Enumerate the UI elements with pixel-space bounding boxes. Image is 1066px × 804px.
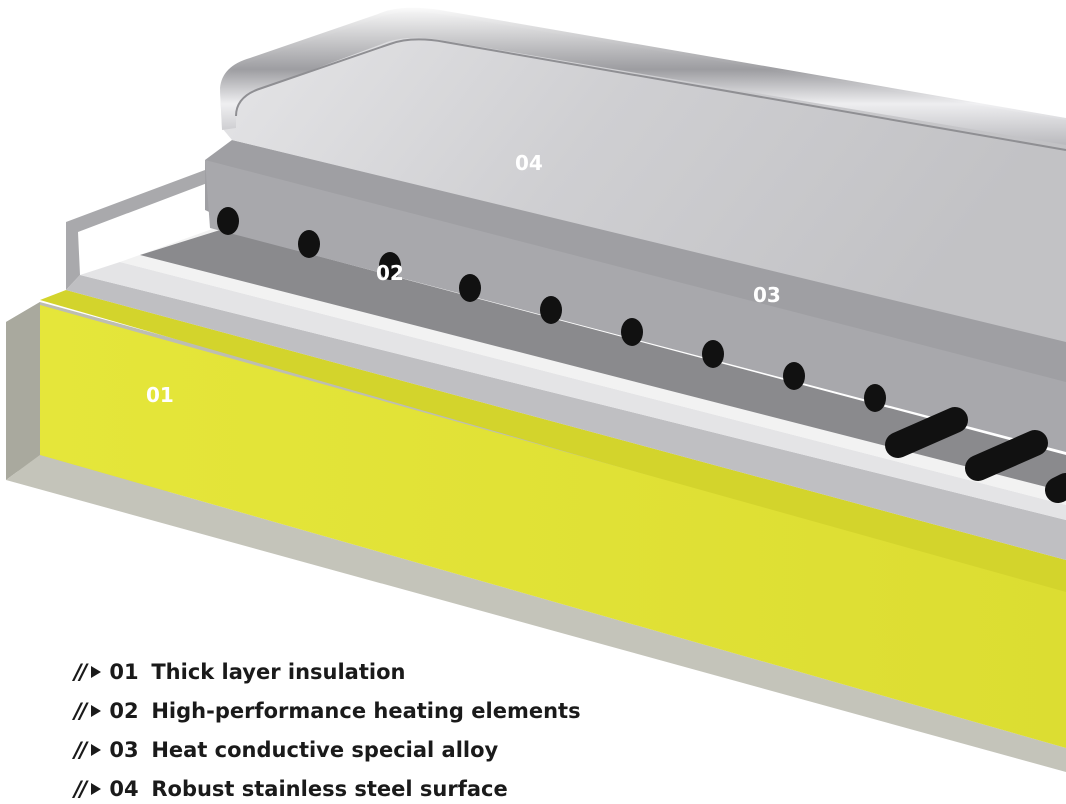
legend-item-04: // 04 Robust stainless steel surface (74, 769, 581, 804)
bottom-shell (66, 170, 1066, 560)
legend-text: Thick layer insulation (151, 659, 406, 684)
play-arrow-icon (91, 782, 102, 795)
layer-legend: // 01 Thick layer insulation // 02 High-… (74, 652, 581, 804)
play-arrow-icon (91, 743, 102, 756)
legend-number: 01 (109, 659, 139, 684)
slashes-icon: // (74, 737, 87, 762)
legend-number: 02 (109, 698, 139, 723)
label-01: 01 (146, 383, 174, 407)
slashes-icon: // (74, 698, 87, 723)
legend-item-02: // 02 High-performance heating elements (74, 691, 581, 730)
play-arrow-icon (91, 704, 102, 717)
label-03: 03 (753, 283, 781, 307)
slashes-icon: // (74, 659, 87, 684)
legend-text: Heat conductive special alloy (151, 737, 499, 762)
label-04: 04 (515, 151, 543, 175)
label-02: 02 (376, 261, 404, 285)
legend-number: 03 (109, 737, 139, 762)
heating-elements (217, 207, 1066, 503)
legend-text: High-performance heating elements (151, 698, 581, 723)
alloy-layer (205, 140, 1066, 452)
play-arrow-icon (91, 665, 102, 678)
steel-surface (220, 7, 1066, 342)
slashes-icon: // (74, 776, 87, 801)
heating-element-plate (120, 228, 1066, 505)
legend-text: Robust stainless steel surface (151, 776, 508, 801)
insulation-layer (40, 290, 1066, 748)
legend-item-01: // 01 Thick layer insulation (74, 652, 581, 691)
legend-item-03: // 03 Heat conductive special alloy (74, 730, 581, 769)
legend-number: 04 (109, 776, 139, 801)
